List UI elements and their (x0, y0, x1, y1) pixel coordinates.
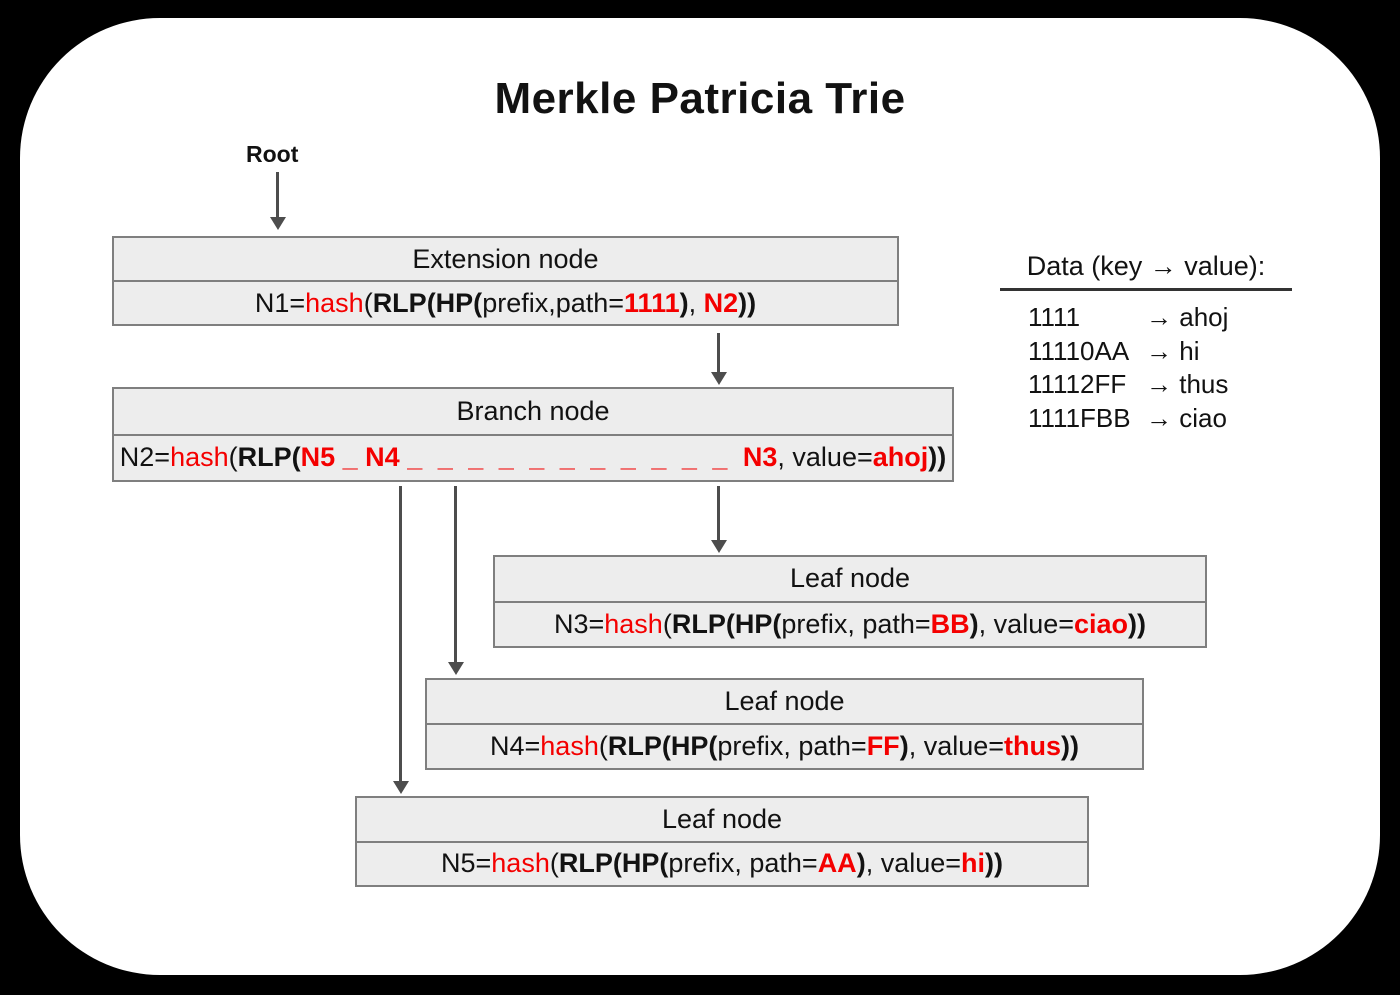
formula-segment: hash (305, 287, 364, 318)
formula-segment: RLP(HP( (671, 608, 782, 639)
formula-segment: N5 _ N4 (300, 442, 408, 473)
formula-segment: N2 (703, 287, 739, 318)
arrow-root-to-extension (269, 172, 286, 230)
formula-segment: hash (491, 848, 550, 879)
formula-segment: , (688, 287, 704, 318)
formula-segment: RLP( (237, 442, 301, 473)
extension-node-formula: N1=hash(RLP(HP(prefix,path=1111), N2)) (114, 282, 897, 324)
formula-segment: hash (170, 442, 229, 473)
formula-segment: ) (969, 608, 979, 639)
formula-segment: ( (363, 287, 373, 318)
formula-segment: prefix,path= (482, 287, 625, 318)
formula-segment: )) (1061, 731, 1079, 761)
formula-segment: ) (679, 287, 689, 318)
formula-segment: ( (598, 731, 608, 761)
legend-divider (1000, 288, 1292, 291)
arrow-right-glyph: → (1146, 402, 1172, 433)
leaf-node-n5-box: Leaf node N5=hash(RLP(HP(prefix, path=AA… (355, 796, 1089, 887)
arrow-branch-to-leaf-n4 (447, 486, 464, 675)
formula-segment: prefix, path= (668, 848, 818, 879)
formula-segment: ( (662, 608, 672, 639)
formula-segment: N5= (440, 848, 492, 879)
formula-segment: prefix, path= (717, 731, 867, 761)
formula-segment: thus (1004, 731, 1062, 761)
legend-row: 1111FBB → ciao (1028, 402, 1292, 436)
formula-segment: ciao (1074, 608, 1129, 639)
formula-segment: RLP(HP( (607, 731, 718, 761)
formula-segment: N4= (489, 731, 541, 761)
formula-segment: ) (899, 731, 909, 761)
branch-node-formula: N2=hash(RLP(N5 _ N4 _ _ _ _ _ _ _ _ _ _ … (114, 436, 952, 481)
leaf-node-n5-title: Leaf node (357, 798, 1087, 843)
formula-segment: , value= (908, 731, 1005, 761)
extension-node-title: Extension node (114, 238, 897, 282)
formula-segment: prefix, path= (781, 608, 931, 639)
formula-segment: RLP(HP( (372, 287, 483, 318)
leaf-node-n3-box: Leaf node N3=hash(RLP(HP(prefix, path=BB… (493, 555, 1207, 648)
formula-segment: FF (866, 731, 900, 761)
formula-segment: N3= (553, 608, 605, 639)
formula-segment: , value= (865, 848, 962, 879)
branch-node-title: Branch node (114, 389, 952, 436)
arrow-right-glyph: → (1146, 335, 1172, 366)
legend-value: thus (1179, 369, 1229, 399)
legend-key: 11112FF (1028, 369, 1127, 399)
formula-segment: AA (817, 848, 857, 879)
extension-node-box: Extension node N1=hash(RLP(HP(prefix,pat… (112, 236, 899, 326)
arrow-right-glyph: → (1146, 369, 1172, 399)
formula-segment: ( (228, 442, 238, 473)
legend-key: 11110AA (1028, 335, 1130, 366)
formula-segment: N1= (254, 287, 306, 318)
formula-segment: _ _ _ _ _ _ _ _ _ _ _ (407, 442, 743, 473)
formula-segment: hash (604, 608, 663, 639)
formula-segment: ( (549, 848, 559, 879)
leaf-node-n4-formula: N4=hash(RLP(HP(prefix, path=FF), value=t… (427, 725, 1142, 768)
legend-row: 11112FF → thus (1028, 368, 1292, 402)
formula-segment: ) (856, 848, 866, 879)
data-legend: Data (key → value): 1111 → ahoj 11110AA → … (1000, 250, 1292, 435)
legend-row: 11110AA → hi (1028, 335, 1292, 369)
legend-row: 1111 → ahoj (1028, 301, 1292, 335)
formula-segment: )) (1128, 608, 1147, 639)
formula-segment: )) (985, 848, 1003, 879)
formula-segment: , value= (978, 608, 1074, 639)
arrow-extension-to-branch (710, 333, 727, 385)
legend-value: ciao (1179, 402, 1227, 433)
leaf-node-n5-formula: N5=hash(RLP(HP(prefix, path=AA), value=h… (357, 843, 1087, 886)
leaf-node-n4-title: Leaf node (427, 680, 1142, 725)
formula-segment: N2= (119, 442, 171, 473)
legend-key: 1111FBB (1028, 402, 1131, 433)
legend-rows: 1111 → ahoj 11110AA → hi 11112FF → thus 111… (1000, 301, 1292, 435)
formula-segment: )) (738, 287, 757, 318)
branch-node-box: Branch node N2=hash(RLP(N5 _ N4 _ _ _ _ … (112, 387, 954, 482)
leaf-node-n3-title: Leaf node (495, 557, 1205, 603)
legend-key: 1111 (1028, 302, 1081, 332)
arrow-branch-to-leaf-n3 (710, 486, 727, 553)
page-title: Merkle Patricia Trie (494, 74, 906, 123)
formula-segment: hi (961, 848, 986, 879)
formula-segment: , value= (777, 442, 873, 473)
arrow-branch-to-leaf-n5 (392, 486, 409, 794)
formula-segment: BB (930, 608, 970, 639)
formula-segment: N3 (742, 442, 778, 473)
formula-segment: RLP(HP( (558, 848, 669, 879)
legend-value: hi (1179, 335, 1200, 366)
formula-segment: hash (540, 731, 599, 761)
leaf-node-n4-box: Leaf node N4=hash(RLP(HP(prefix, path=FF… (425, 678, 1144, 770)
leaf-node-n3-formula: N3=hash(RLP(HP(prefix, path=BB), value=c… (495, 603, 1205, 647)
formula-segment: ahoj (872, 442, 929, 473)
arrow-right-glyph: → (1146, 302, 1172, 332)
legend-title: Data (key → value): (1026, 251, 1266, 281)
formula-segment: 1111 (624, 287, 680, 318)
formula-segment: )) (928, 442, 947, 473)
root-label: Root (246, 141, 299, 167)
legend-value: ahoj (1179, 302, 1229, 332)
